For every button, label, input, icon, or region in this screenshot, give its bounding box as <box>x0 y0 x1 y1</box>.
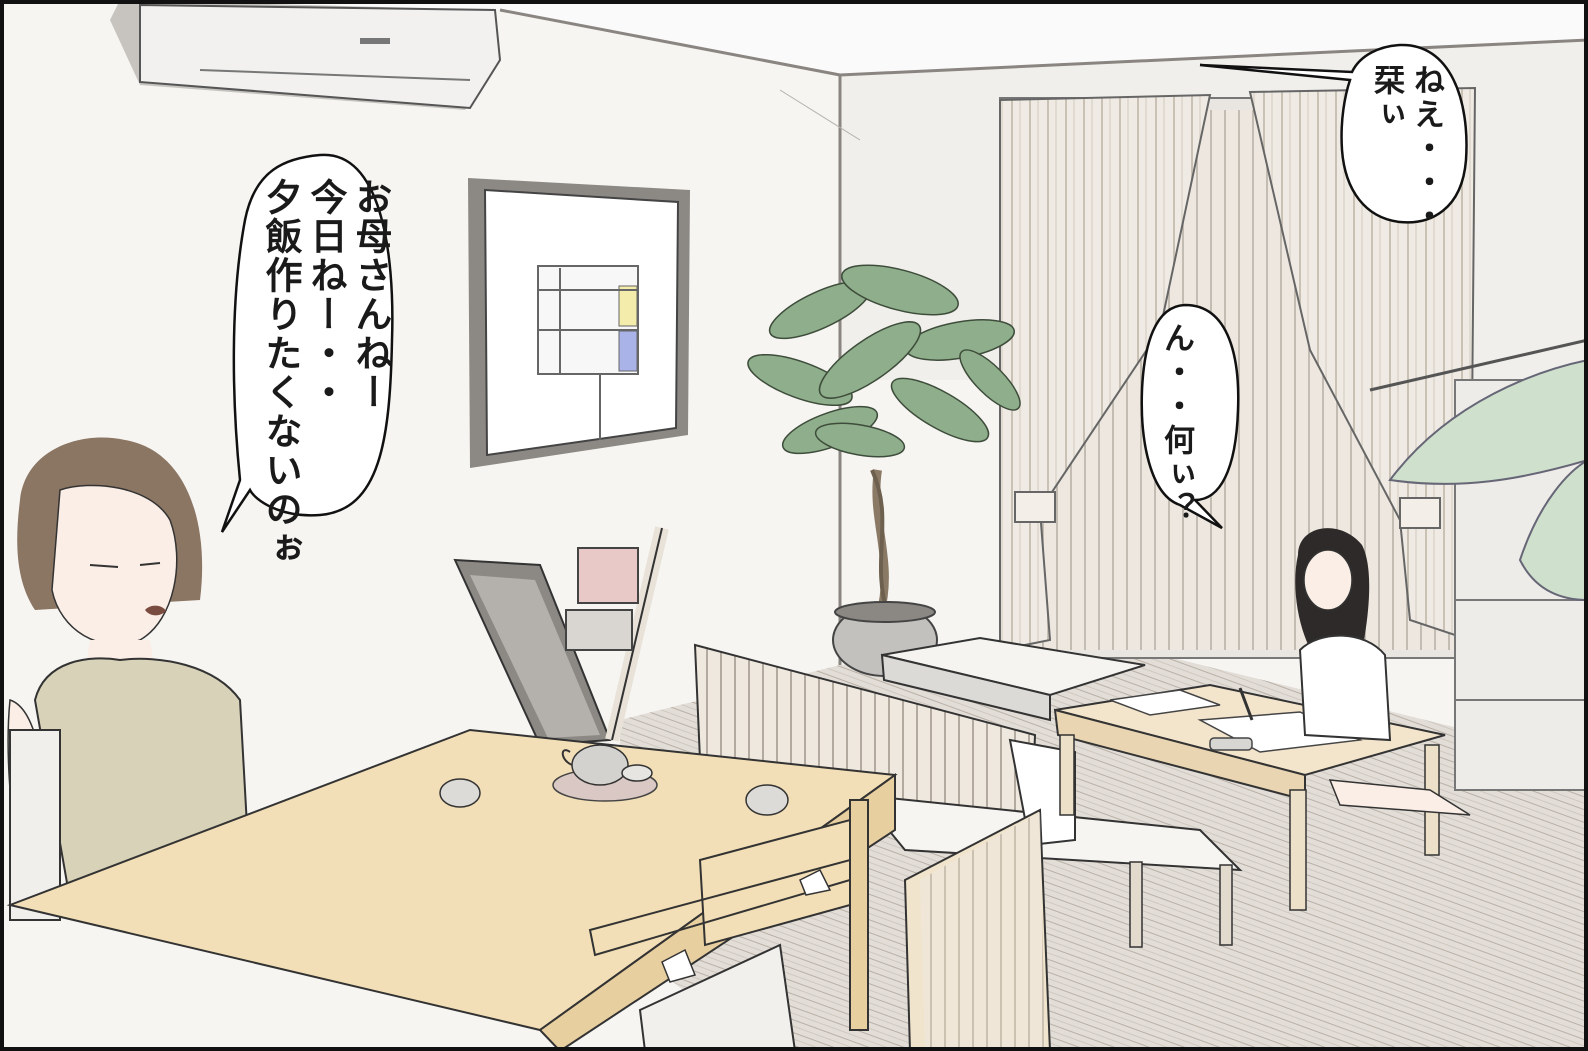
dining-table <box>6 728 898 1051</box>
tea-set <box>439 744 789 816</box>
dining-chair-left <box>9 729 61 921</box>
speech-text-daughter: ん・・何ぃ？ <box>1158 322 1194 526</box>
window-with-curtains <box>999 86 1477 659</box>
magazine-rack <box>453 526 669 747</box>
speech-text-offscreen: ねえ・・・ 栞ぃ <box>1368 64 1444 234</box>
air-conditioner <box>110 0 502 110</box>
large-leaf-plant <box>1388 358 1588 602</box>
daughter-figure <box>1238 528 1471 816</box>
speech-bubble-offscreen <box>1199 43 1468 224</box>
wall-painting <box>468 178 690 468</box>
floor-cushion <box>880 636 1146 722</box>
speech-bubble-daughter <box>1140 303 1240 530</box>
speech-bubble-mother <box>220 153 394 533</box>
dining-chair-foreground <box>638 808 1052 1051</box>
speech-text-mother: お母さんねー 今日ねー・・ 夕飯作りたくないのぉ <box>259 178 392 568</box>
